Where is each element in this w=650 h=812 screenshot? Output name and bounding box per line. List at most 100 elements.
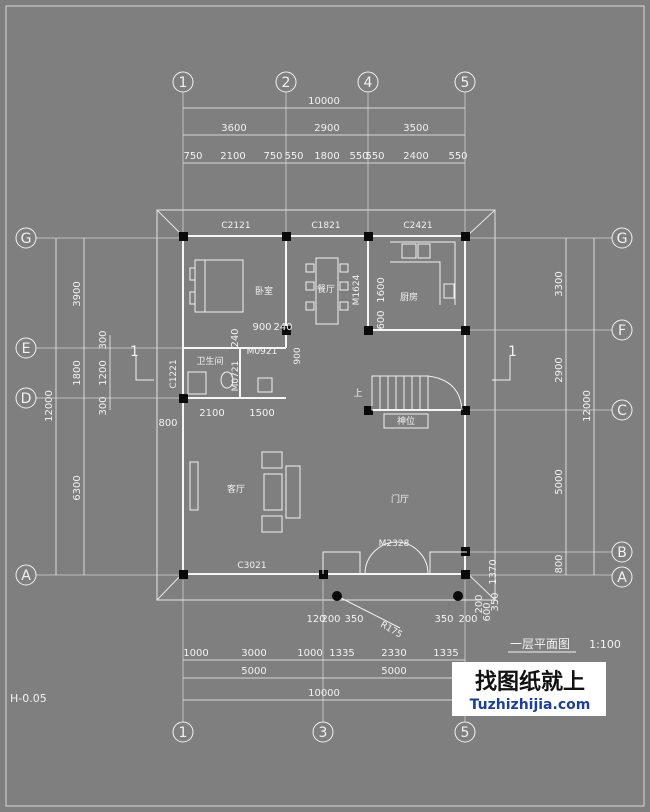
opening-label: 900 — [293, 347, 303, 364]
dim-top-detail: 550 — [284, 151, 303, 162]
dim-interior: 240 — [230, 328, 241, 347]
opening-label: C2421 — [403, 221, 432, 231]
watermark-en: Tuzhizhijia.com — [470, 697, 591, 713]
dim-porch: 120 — [306, 614, 325, 625]
left-dim-lines — [55, 238, 111, 575]
grid-lines — [36, 92, 612, 722]
opening-label: C3021 — [237, 561, 266, 571]
opening-label: C2121 — [221, 221, 250, 231]
drawing-scale: 1:100 — [589, 638, 621, 651]
room-label-bath: 卫生间 — [196, 355, 223, 367]
dim-top-detail: 2100 — [220, 151, 245, 162]
bath-fixtures — [187, 371, 273, 395]
dim-top-detail: 2400 — [403, 151, 428, 162]
opening-label: C1221 — [169, 359, 179, 388]
dim-bottom-detail: 3000 — [241, 648, 266, 659]
dim-porch-right: 200 — [474, 594, 485, 613]
dim-porch: 200 — [458, 614, 477, 625]
dim-porch: 200 — [321, 614, 340, 625]
dim-bottom-detail: 1335 — [433, 648, 458, 659]
dim-top-detail: 550 — [349, 151, 368, 162]
dim-top-detail: 750 — [183, 151, 202, 162]
roof-hip — [156, 572, 184, 601]
dim-bottom-detail: 1000 — [183, 648, 208, 659]
porch-column — [332, 591, 342, 601]
top-dim-lines — [183, 107, 465, 164]
room-label-bedroom: 卧室 — [255, 285, 273, 297]
dim-right-outer: 800 — [554, 554, 565, 573]
axis-label: 1 — [179, 725, 188, 741]
dim-porch: 350 — [434, 614, 453, 625]
opening-label: C1821 — [311, 221, 340, 231]
watermark-box — [452, 662, 606, 716]
dim-interior: 1500 — [249, 408, 274, 419]
axis-label: G — [21, 231, 32, 247]
dim-right-outer: 2900 — [554, 357, 565, 382]
dim-interior: 800 — [158, 418, 177, 429]
bottom-dim-lines — [183, 659, 465, 701]
level-label: H-0.05 — [10, 692, 47, 705]
dim-interior: 900 — [252, 322, 271, 333]
axis-label: A — [617, 570, 627, 586]
sofa-set — [189, 451, 301, 533]
section-marker — [135, 356, 511, 381]
dim-bottom-detail: 2330 — [381, 648, 406, 659]
room-label-kitchen: 厨房 — [400, 291, 418, 303]
room-label-living: 客厅 — [227, 483, 245, 495]
dim-top-detail: 550 — [448, 151, 467, 162]
dim-bottom-detail: 1335 — [329, 648, 354, 659]
top-axis-bubbles — [172, 71, 476, 93]
left-axis-bubbles — [15, 227, 37, 586]
dim-porch-right: 600 — [482, 602, 493, 621]
dim-top-detail: 750 — [263, 151, 282, 162]
porch — [322, 541, 467, 629]
section-label: 1 — [130, 344, 139, 360]
stairs — [371, 375, 463, 429]
dim-bottom-detail: 1000 — [297, 648, 322, 659]
dim-top-mid: 3500 — [403, 123, 428, 134]
dim-left-inner: 300 — [98, 330, 109, 349]
axis-label: C — [617, 403, 627, 419]
watermark-cn: 找图纸就上 — [475, 669, 585, 695]
opening-label: M2328 — [379, 539, 410, 549]
dim-interior: 600 — [376, 310, 387, 329]
dim-top-mid: 2900 — [314, 123, 339, 134]
dim-right-outer: 3300 — [554, 271, 565, 296]
dim-bottom-mid: 5000 — [241, 666, 266, 677]
roof-outline — [156, 209, 496, 601]
roof-hip — [466, 572, 496, 601]
bottom-axis-bubbles — [172, 721, 476, 743]
section-label: 1 — [508, 344, 517, 360]
opening-label: M0721 — [231, 361, 241, 392]
axis-label: E — [22, 341, 31, 357]
drawing-title: 一层平面图 — [510, 637, 570, 651]
axis-label: 4 — [364, 75, 373, 91]
room-label-altar: 神位 — [397, 415, 415, 427]
dining-table — [305, 257, 349, 325]
dim-left-outer: 3900 — [72, 281, 83, 306]
dim-left-inner: 300 — [98, 396, 109, 415]
roof-hip — [466, 209, 496, 237]
dim-top-detail: 550 — [365, 151, 384, 162]
stair-up-label: 上 — [353, 388, 362, 399]
axis-label: 5 — [461, 725, 470, 741]
right-dim-lines — [565, 238, 595, 575]
dim-left-inner: 1200 — [98, 360, 109, 385]
axis-label: 3 — [319, 725, 328, 741]
dim-left-outer: 1800 — [72, 360, 83, 385]
dim-interior: 1600 — [376, 277, 387, 302]
dim-top-mid: 3600 — [221, 123, 246, 134]
room-label-foyer: 门厅 — [391, 493, 409, 505]
dim-right-outer: 5000 — [554, 469, 565, 494]
axis-label: A — [21, 568, 31, 584]
drawing-frame — [5, 5, 645, 807]
axis-label: D — [21, 391, 32, 407]
dim-interior: 2100 — [199, 408, 224, 419]
dim-bottom-mid: 5000 — [381, 666, 406, 677]
bed — [189, 259, 244, 313]
opening-label: M1624 — [352, 274, 362, 305]
dim-porch: 350 — [344, 614, 363, 625]
dim-top-total: 10000 — [308, 96, 340, 107]
